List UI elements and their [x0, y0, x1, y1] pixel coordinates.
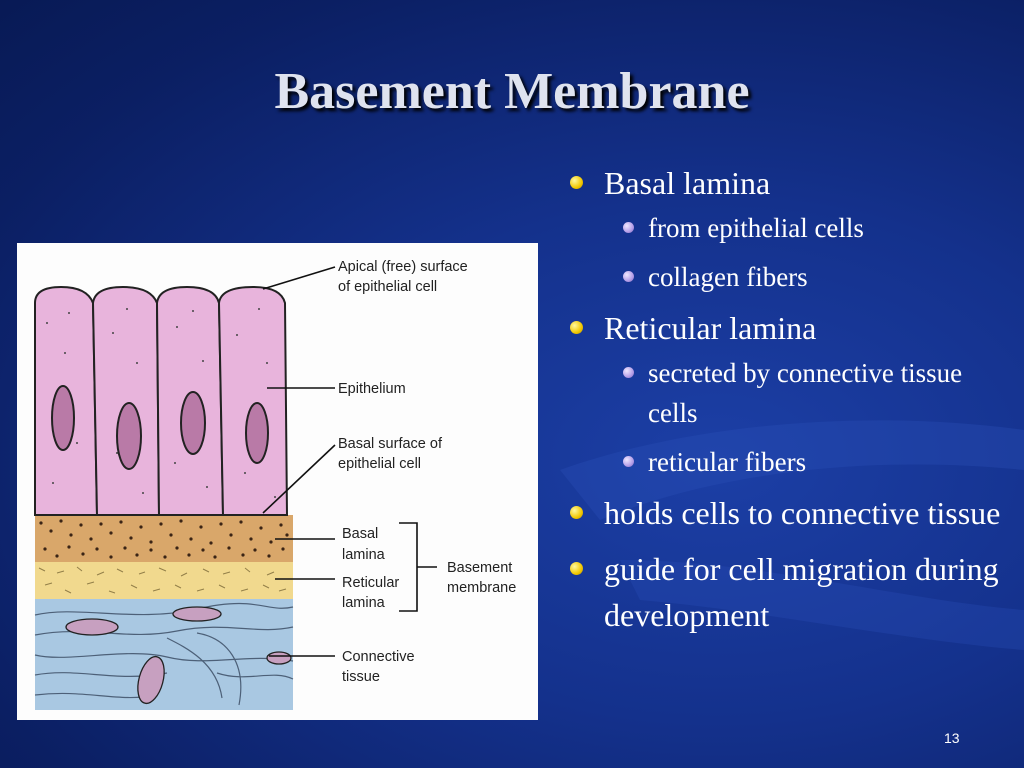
sub-bullet-icon	[623, 222, 634, 233]
nucleus	[180, 391, 206, 455]
sub-bullet-text: secreted by connective tissue cells	[648, 358, 963, 428]
bullet-icon	[570, 321, 583, 334]
sub-bullet-icon	[623, 456, 634, 467]
bullet-basal-lamina: Basal lamina	[568, 160, 1008, 206]
label-apical-surface-2: of epithelial cell	[338, 279, 437, 295]
fibroblast-nucleus	[172, 606, 222, 622]
label-basal-surface-2: epithelial cell	[338, 456, 421, 472]
slide-title: Basement Membrane	[274, 63, 750, 120]
sub-bullet-text: from epithelial cells	[648, 213, 864, 243]
label-reticular-lamina-2: lamina	[342, 595, 386, 611]
label-reticular-lamina: Reticular	[342, 575, 399, 591]
bullet-text: holds cells to connective tissue	[604, 495, 1001, 531]
epithelial-cell	[91, 285, 161, 516]
label-basal-lamina-2: lamina	[342, 547, 386, 563]
epithelial-cell	[217, 285, 289, 516]
bullet-icon	[570, 562, 583, 575]
basal-lamina-layer	[35, 515, 293, 562]
bullet-icon	[570, 176, 583, 189]
label-basal-surface: Basal surface of	[338, 436, 443, 452]
sub-bullet: reticular fibers	[568, 442, 1008, 482]
sub-bullet: collagen fibers	[568, 257, 1008, 297]
page-number: 13	[944, 730, 960, 746]
reticular-lamina-layer	[35, 561, 293, 599]
bullet-guide-migration: guide for cell migration during developm…	[568, 546, 1008, 638]
sub-bullet: secreted by connective tissue cells	[568, 353, 1008, 433]
sub-bullet-text: reticular fibers	[648, 447, 807, 477]
nucleus	[245, 402, 269, 464]
fibroblast-nucleus	[266, 651, 292, 665]
bullet-text: Basal lamina	[604, 165, 771, 201]
connective-tissue-region	[35, 598, 293, 710]
label-basal-lamina: Basal	[342, 526, 378, 542]
nucleus	[116, 402, 142, 470]
fibroblast-nucleus	[137, 655, 165, 705]
basement-membrane-diagram: Apical (free) surface of epithelial cell…	[17, 243, 538, 720]
bullet-text: Reticular lamina	[604, 310, 817, 346]
fibroblast-nucleus	[65, 618, 119, 636]
nucleus	[51, 385, 75, 451]
label-apical-surface: Apical (free) surface	[338, 259, 468, 275]
bullet-holds-cells: holds cells to connective tissue	[568, 490, 1008, 536]
label-basement-membrane-2: membrane	[447, 580, 516, 596]
label-epithelium: Epithelium	[338, 381, 406, 397]
label-basement-membrane: Basement	[447, 560, 512, 576]
sub-bullet-text: collagen fibers	[648, 262, 808, 292]
label-connective-tissue-2: tissue	[342, 669, 380, 685]
bullet-reticular-lamina: Reticular lamina	[568, 305, 1008, 351]
bullet-list: Basal lamina from epithelial cells colla…	[568, 160, 1008, 640]
bullet-icon	[570, 506, 583, 519]
sub-bullet-icon	[623, 367, 634, 378]
label-connective-tissue: Connective	[342, 649, 415, 665]
sub-bullet-icon	[623, 271, 634, 282]
bullet-text: guide for cell migration during developm…	[604, 551, 999, 633]
sub-bullet: from epithelial cells	[568, 208, 1008, 248]
